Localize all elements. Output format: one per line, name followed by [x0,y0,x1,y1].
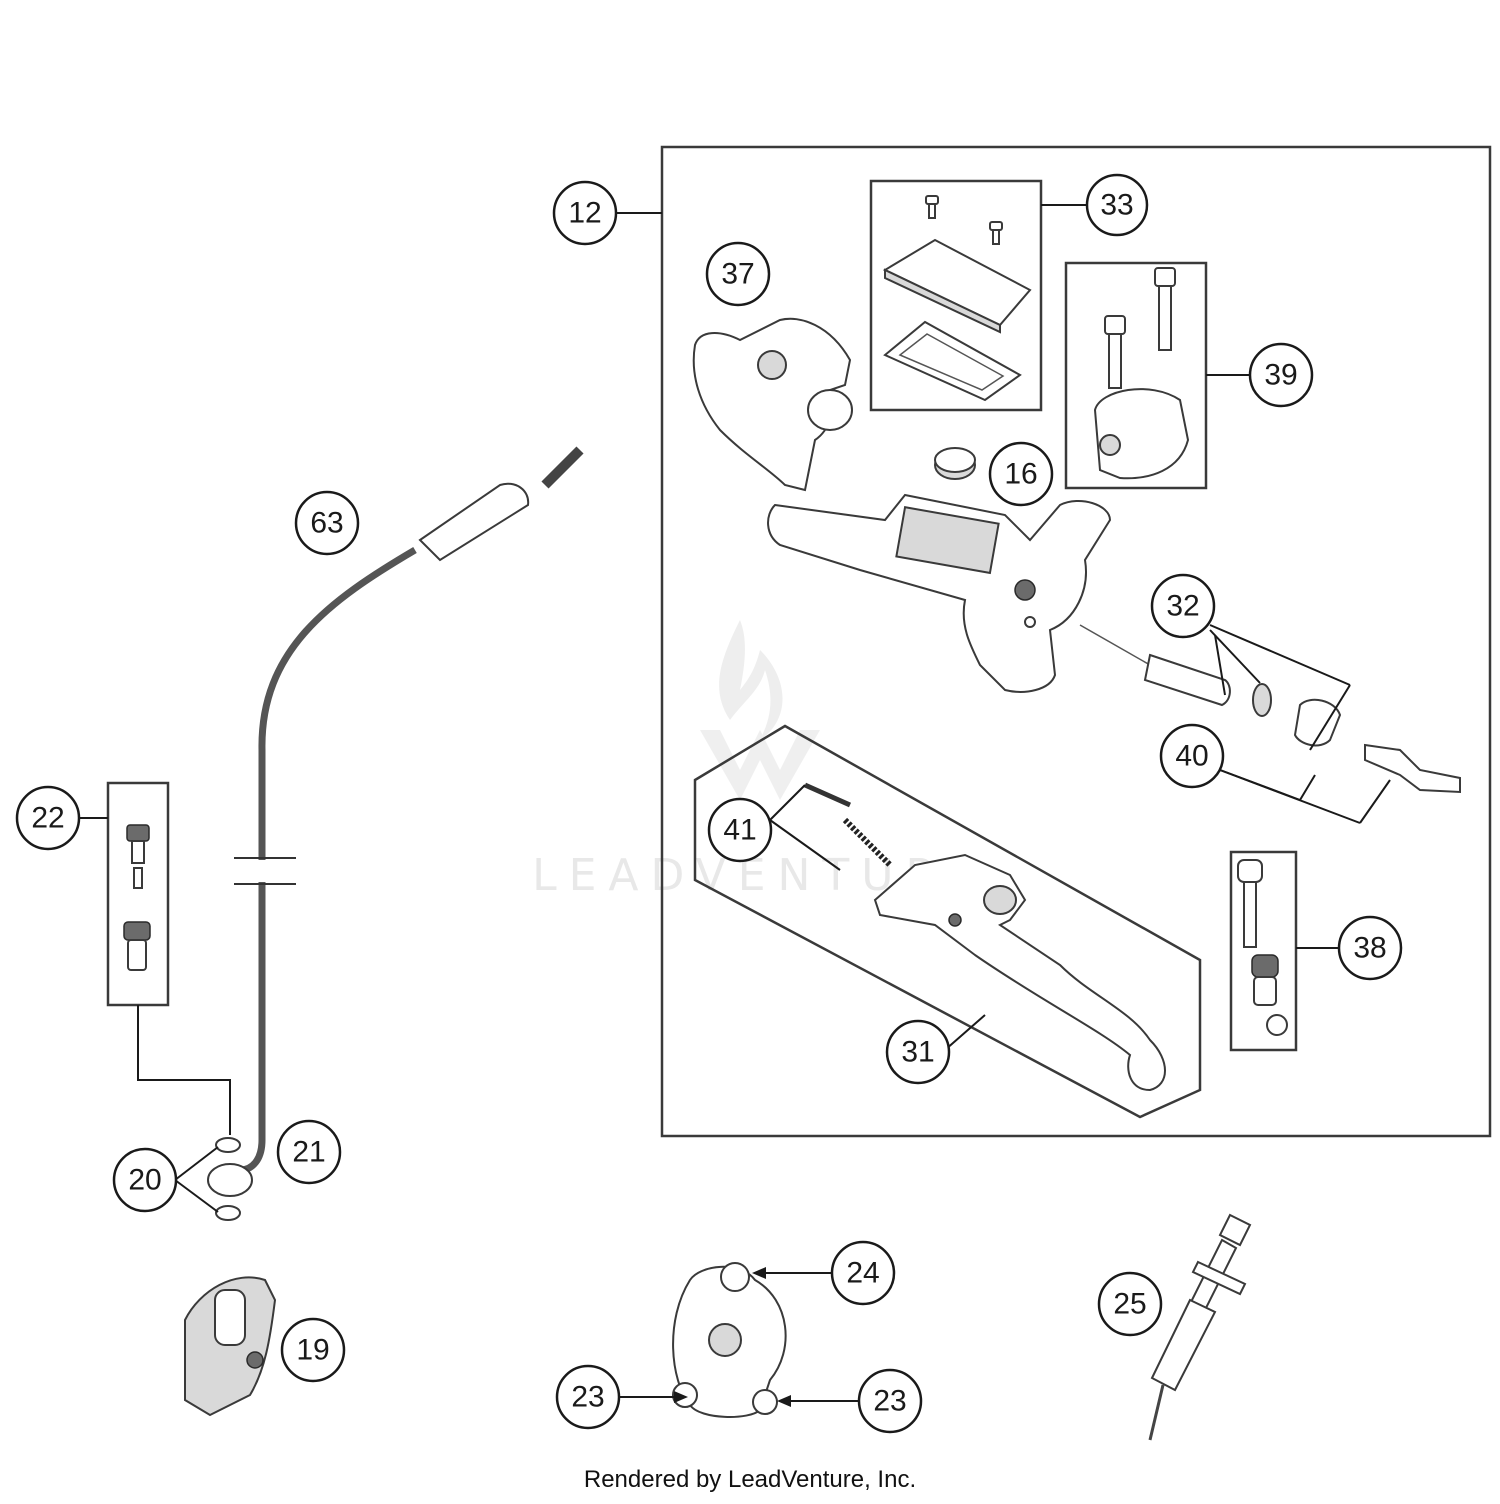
callout-31[interactable]: 31 [885,1019,951,1085]
bleed-fittings [123,824,151,971]
callout-label: 31 [901,1036,934,1069]
callout-label: 20 [128,1164,161,1197]
watermark: LEADVENTURE [532,620,976,901]
master-cylinder-group-box [660,145,1492,1138]
callout-label: 25 [1113,1288,1146,1321]
sealing-washers [215,1137,241,1221]
bleed-fitting-group-box [106,781,170,1007]
adjuster-group-box [1229,850,1298,1052]
callout-23-right[interactable]: 23 [857,1368,923,1434]
reservoir-plug [934,447,976,480]
adjuster-screw [1237,859,1288,1036]
clutch-hose [207,446,584,1197]
slave-cylinder-cover [672,1262,787,1418]
callout-label: 16 [1004,458,1037,491]
callout-label: 37 [721,258,754,291]
callout-12[interactable]: 12 [552,180,618,246]
callout-38[interactable]: 38 [1337,915,1403,981]
callout-19[interactable]: 19 [280,1317,346,1383]
callout-label: 12 [568,197,601,230]
callout-label: 39 [1264,359,1297,392]
callout-label: 33 [1100,189,1133,222]
reservoir-gasket [883,320,1022,402]
callout-16[interactable]: 16 [988,441,1054,507]
callout-label: 63 [310,507,343,540]
master-cylinder-body [767,493,1112,693]
lever-cover [692,317,853,492]
callout-label: 40 [1175,740,1208,773]
callout-22[interactable]: 22 [15,785,81,851]
clutch-lever [873,853,1166,1092]
callout-39[interactable]: 39 [1248,342,1314,408]
slave-cylinder [184,1276,277,1417]
callout-label: 32 [1166,590,1199,623]
callout-label: 41 [723,814,756,847]
bleed-syringe [1148,1213,1252,1441]
cover-screws [925,195,1003,245]
callout-label: 23 [571,1381,604,1414]
reservoir-cover-group-box [869,179,1043,412]
reservoir-cover [882,238,1032,334]
callout-25[interactable]: 25 [1097,1271,1163,1337]
callout-33[interactable]: 33 [1085,173,1149,237]
lever-pin-and-spring [803,782,893,868]
callout-63[interactable]: 63 [294,490,360,556]
callout-label: 38 [1353,932,1386,965]
callout-label: 24 [846,1257,879,1290]
callout-label: 23 [873,1385,906,1418]
callout-label: 22 [31,802,64,835]
callout-label: 21 [292,1136,325,1169]
callout-41[interactable]: 41 [707,797,773,863]
callout-21[interactable]: 21 [276,1119,342,1185]
callout-label: 19 [296,1334,329,1367]
callout-32[interactable]: 32 [1150,573,1216,639]
handlebar-clamp [1093,388,1190,480]
callout-37[interactable]: 37 [705,241,771,307]
callout-24[interactable]: 24 [830,1240,896,1306]
callout-40[interactable]: 40 [1159,723,1225,789]
callout-20[interactable]: 20 [112,1147,178,1213]
callout-23-left[interactable]: 23 [555,1364,621,1430]
clamp-bolts [1104,267,1176,389]
piston-assembly [1079,624,1461,794]
lever-group-box [693,724,1202,1119]
footer-credit: Rendered by LeadVenture, Inc. [583,1466,917,1493]
